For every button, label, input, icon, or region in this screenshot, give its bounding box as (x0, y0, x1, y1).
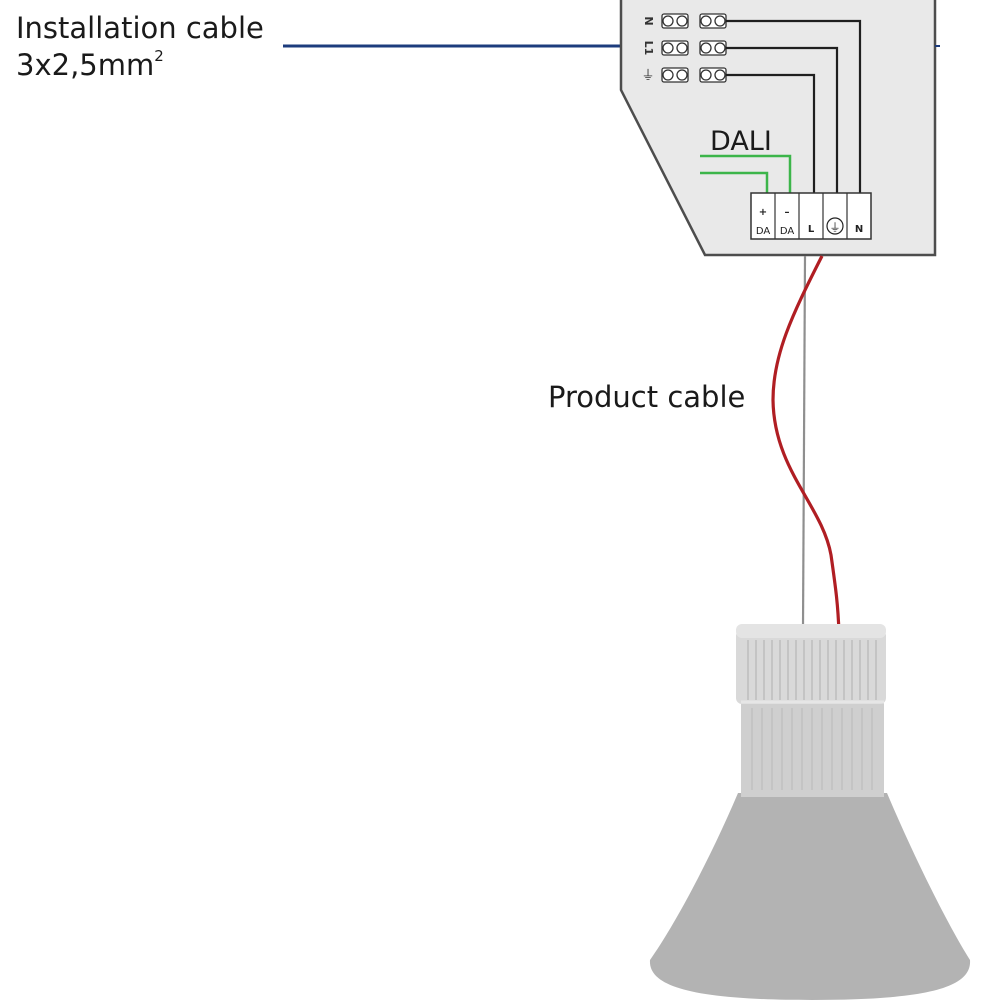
dali-wires (700, 154, 792, 195)
terminal-4-bottom: ⏚ (830, 221, 841, 234)
internal-wires (726, 19, 862, 195)
installation-cable-spec: 3x2,5mm2 (16, 47, 164, 83)
product-cable-label: Product cable (548, 380, 746, 414)
junction-box: N L1 ⏚ DALI (619, 0, 940, 257)
lamp-fins (747, 640, 877, 790)
terminal-1-bottom: DA (756, 226, 771, 237)
mains-terminal-block (661, 13, 727, 83)
terminal-2-bottom: DA (780, 226, 795, 237)
suspension-wire (801, 255, 807, 629)
product-cable-line (771, 255, 841, 634)
row-label-earth: ⏚ (641, 69, 654, 84)
row-label-n: N (642, 16, 655, 25)
high-bay-lamp (649, 624, 971, 1000)
terminal-1-top: + (759, 207, 767, 218)
terminal-5-bottom: N (855, 224, 863, 235)
installation-cable-spec-sup: 2 (154, 47, 164, 65)
installation-cable-spec-main: 3x2,5mm (16, 48, 155, 82)
earth-terminal-icon (826, 217, 844, 235)
lamp-shade (649, 793, 971, 1000)
dali-label: DALI (710, 126, 772, 157)
terminal-2-top: – (785, 207, 790, 218)
bottom-terminal-strip: + DA – DA L ⏚ N (750, 192, 872, 240)
row-label-l1: L1 (642, 41, 655, 56)
junction-box-body (619, 0, 937, 257)
terminal-3-bottom: L (808, 224, 815, 235)
installation-cable-title: Installation cable (16, 11, 264, 45)
lamp-cap (736, 624, 886, 638)
